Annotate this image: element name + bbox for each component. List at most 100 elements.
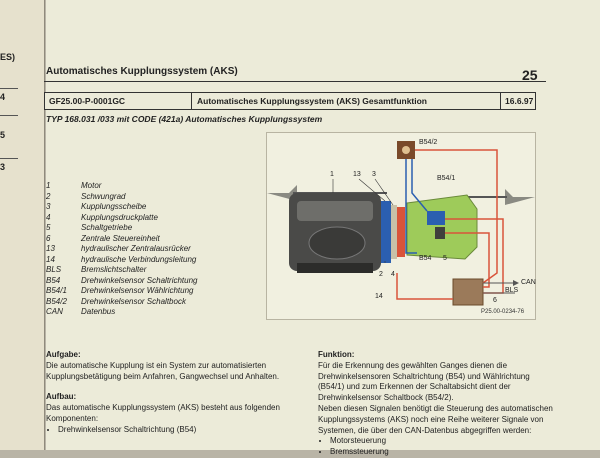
legend-desc: Kupplungsdruckplatte [81, 212, 158, 222]
legend-key: 6 [46, 233, 51, 243]
engine-crank [308, 226, 366, 260]
legend-desc: Schaltgetriebe [81, 223, 133, 232]
label-2: 2 [379, 271, 383, 278]
legend-desc: Zentrale Steuereinheit [81, 233, 160, 243]
signal-wire [445, 232, 490, 288]
can-arrow [513, 280, 519, 286]
signal-wire [415, 149, 498, 284]
engine-base [297, 263, 373, 273]
figure-code: P25.00-0234-76 [481, 309, 525, 315]
aufgabe-text: Die automatische Kupplung ist ein System… [46, 360, 280, 381]
box-divider [191, 93, 192, 109]
document-date: 16.6.97 [505, 96, 534, 106]
legend-item: 3 Kupplungsscheibe [46, 202, 198, 213]
legend-item: 2 Schwungrad [46, 192, 198, 203]
leader-line [358, 178, 386, 202]
label-b54-1: B54/1 [437, 175, 456, 182]
label-bls: BLS [505, 287, 519, 294]
left-page-edge: ES) 4 5 3 [0, 0, 45, 450]
aufbau-list: Drehwinkelsensor Schaltrichtung (B54) [46, 425, 286, 436]
legend-desc: hydraulischer Zentralausrücker [81, 244, 191, 253]
shift-knob-shape [402, 146, 410, 154]
legend-key: B54/1 [46, 286, 67, 295]
funktion-text-2: Neben diesen Signalen benötigt die Steue… [318, 403, 553, 435]
legend-item: B54/1 Drehwinkelsensor Wählrichtung [46, 286, 198, 297]
section-title: Automatisches Kupplungssystem (AKS) [46, 66, 238, 77]
label-13: 13 [353, 171, 361, 178]
label-4: 4 [391, 271, 395, 278]
label-can: CAN [521, 279, 536, 286]
legend-item: 13 hydraulischer Zentralausrücker [46, 244, 198, 255]
left-page-label: 4 [0, 92, 6, 102]
label-b54-2: B54/2 [419, 139, 438, 146]
legend-item: 6 Zentrale Steuereinheit [46, 234, 198, 245]
aufbau-text: Das automatische Kupplungssystem (AKS) b… [46, 403, 280, 423]
legend-key: 3 [46, 202, 51, 211]
funktion-list: Motorsteuerung Bremssteuerung [318, 436, 558, 458]
label-5: 5 [443, 255, 447, 262]
document-title: Automatisches Kupplungssystem (AKS) Gesa… [197, 96, 428, 106]
leader-line [374, 178, 394, 206]
label-14: 14 [375, 293, 383, 300]
legend-key: 5 [46, 223, 51, 232]
type-line: TYP 168.031 /033 mit CODE (421a) Automat… [46, 114, 323, 124]
legend-key: 14 [46, 254, 55, 264]
legend-desc: Drehwinkelsensor Schaltrichtung [81, 275, 198, 285]
funktion-heading: Funktion: [318, 350, 355, 359]
aufgabe-heading: Aufgabe: [46, 350, 81, 359]
legend-key: 13 [46, 244, 55, 253]
aufbau-heading: Aufbau: [46, 392, 77, 402]
hydraulic-line [396, 273, 453, 300]
legend-key: CAN [46, 307, 63, 316]
legend-key: 2 [46, 191, 51, 201]
legend-desc: Kupplungsscheibe [81, 202, 147, 211]
list-item: Motorsteuerung [330, 436, 558, 447]
sensor-wire [411, 159, 428, 212]
pressure-plate-shape [397, 207, 405, 257]
left-page-label: 5 [0, 130, 6, 140]
flywheel-shape [381, 201, 391, 263]
sensor-wire [405, 159, 417, 254]
clutch-system-diagram: 1 13 3 B54/2 B54/1 B54 5 2 4 14 CAN BLS … [266, 132, 536, 320]
legend-desc: Bremslichtschalter [81, 265, 147, 274]
legend-key: B54 [46, 275, 61, 285]
label-3: 3 [372, 171, 376, 178]
page-number: 25 [522, 67, 538, 83]
legend-desc: Motor [81, 181, 102, 190]
left-page-rule [0, 88, 18, 89]
sensor-b54-shape [435, 227, 445, 239]
label-1: 1 [330, 171, 334, 178]
diagram-drawing [267, 141, 535, 306]
shaft-end-left [267, 185, 297, 201]
legend-desc: hydraulische Verbindungsleitung [81, 254, 197, 264]
document-code: GF25.00-P-0001GC [49, 96, 126, 106]
right-text-column: Funktion: Für die Erkennung des gewählte… [318, 350, 558, 458]
funktion-text: Für die Erkennung des gewählten Ganges d… [318, 360, 530, 403]
legend-item: 5 Schaltgetriebe [46, 223, 198, 234]
legend-key: 1 [46, 181, 51, 190]
legend-item: BLS Bremslichtschalter [46, 265, 198, 276]
label-6: 6 [493, 297, 497, 304]
legend-item: B54/2 Drehwinkelsensor Schaltbock [46, 297, 198, 308]
left-page-label: 3 [0, 162, 6, 172]
legend-item: 14 hydraulische Verbindungsleitung [46, 255, 198, 266]
list-item: Bremssteuerung [330, 447, 558, 458]
legend-desc: Drehwinkelsensor Wählrichtung [81, 286, 194, 295]
list-item: Drehwinkelsensor Schaltrichtung (B54) [58, 425, 286, 436]
legend-key: BLS [46, 265, 62, 274]
header-rule [44, 81, 546, 82]
legend-key: B54/2 [46, 296, 67, 306]
control-unit-shape [452, 278, 484, 306]
box-divider [500, 93, 501, 109]
label-b54: B54 [419, 255, 432, 262]
clutch-disc-shape [391, 205, 397, 259]
legend-item: 1 Motor [46, 181, 198, 192]
left-text-column: Aufgabe: Die automatische Kupplung ist e… [46, 350, 286, 436]
document-header-box: GF25.00-P-0001GC Automatisches Kupplungs… [44, 92, 536, 110]
legend-desc: Drehwinkelsensor Schaltbock [81, 296, 186, 306]
engine-top [297, 201, 373, 221]
legend-desc: Schwungrad [81, 191, 126, 201]
